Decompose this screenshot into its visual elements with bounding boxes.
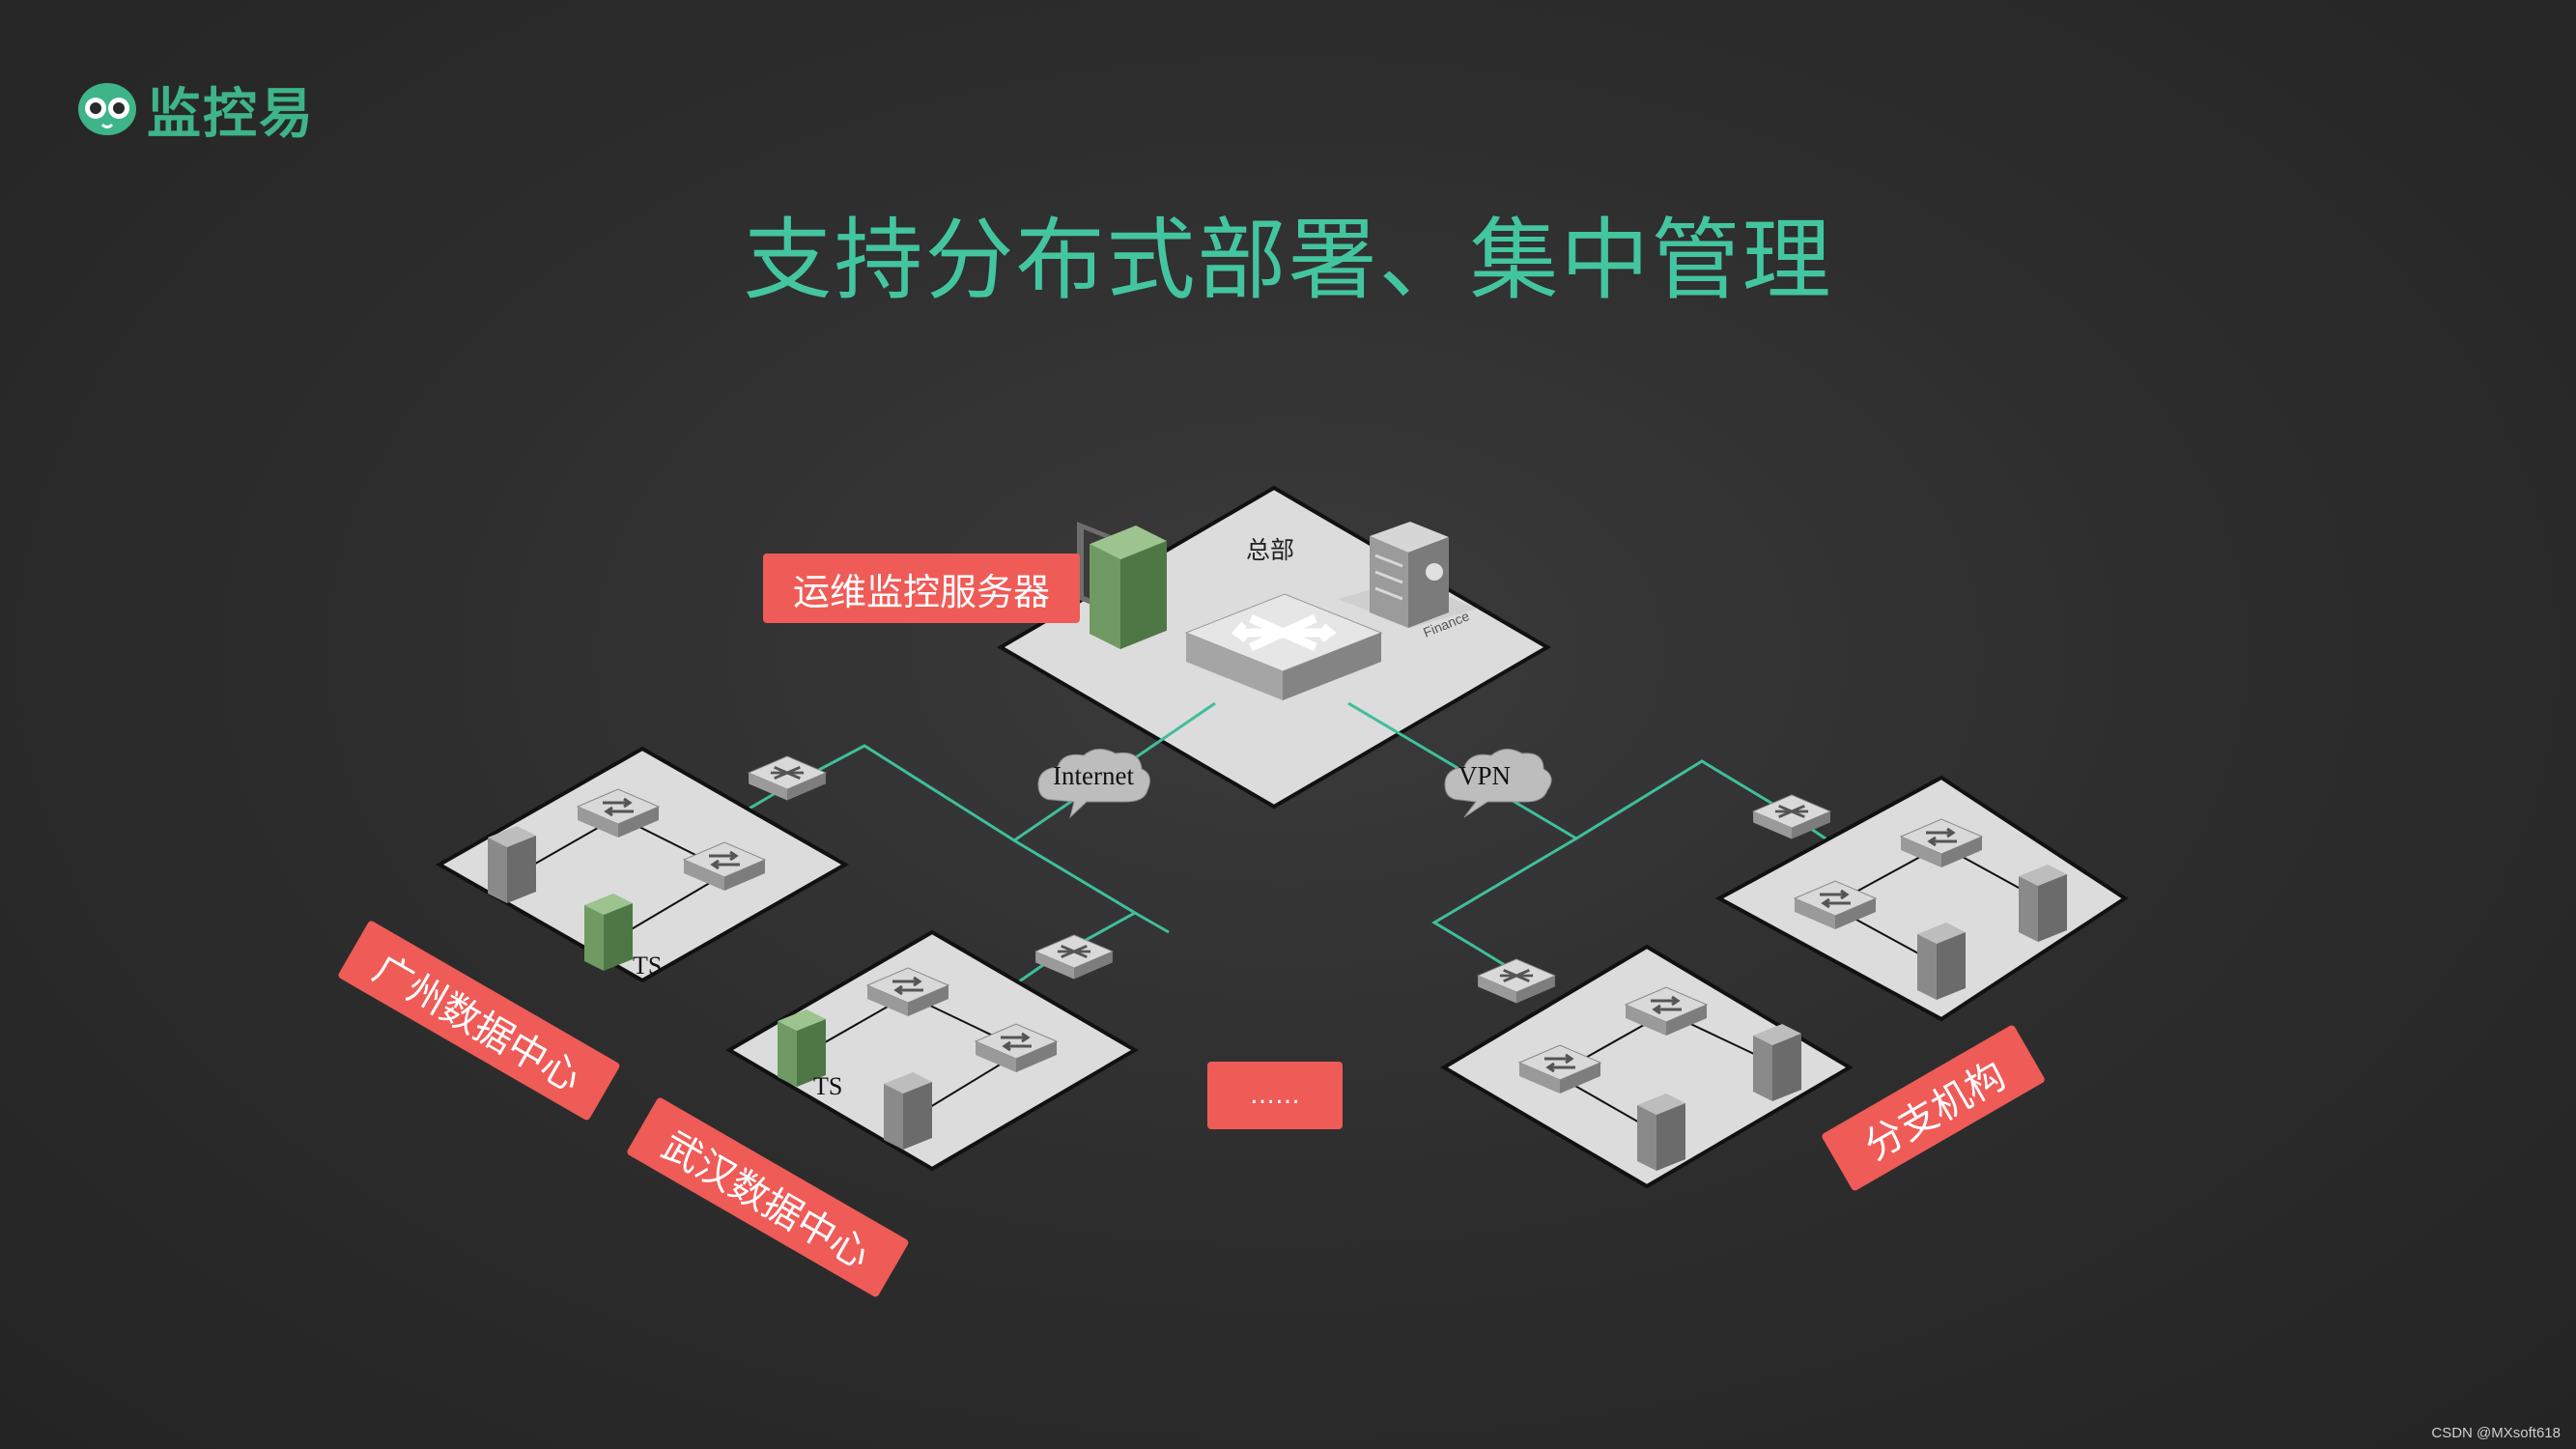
monitoring-server-tag-text: 运维监控服务器 bbox=[792, 570, 1050, 613]
server-icon bbox=[1753, 1024, 1801, 1101]
core-router-icon bbox=[1184, 593, 1383, 700]
logo: 监控易 bbox=[77, 77, 315, 146]
logo-text: 监控易 bbox=[147, 82, 315, 146]
server-icon bbox=[884, 1072, 932, 1150]
server-icon bbox=[488, 826, 536, 903]
router-icon bbox=[747, 754, 828, 802]
owl-logo-icon bbox=[78, 83, 136, 135]
server-icon bbox=[1917, 923, 1966, 1000]
more-tag: …… bbox=[1207, 1062, 1343, 1129]
server-icon bbox=[2019, 865, 2067, 942]
ts-server-icon bbox=[584, 894, 633, 971]
finance-building-icon: Finance bbox=[1338, 522, 1478, 640]
slide-title: 支持分布式部署、集中管理 bbox=[743, 209, 1833, 312]
hq-label: 总部 bbox=[1246, 536, 1294, 564]
router-icon bbox=[1476, 957, 1557, 1005]
ts-label-guangzhou: TS bbox=[633, 952, 662, 980]
monitoring-server-icon bbox=[1090, 526, 1167, 649]
internet-label: Internet bbox=[1053, 761, 1134, 790]
branch-platform-east bbox=[1714, 775, 2129, 1022]
vpn-cloud-icon: VPN bbox=[1444, 749, 1552, 818]
watermark: CSDN @MXsoft618 bbox=[2431, 1425, 2561, 1441]
router-icon bbox=[1033, 933, 1115, 980]
wuhan-platform bbox=[725, 929, 1139, 1172]
monitoring-server-tag: 运维监控服务器 bbox=[763, 554, 1080, 623]
guangzhou-platform bbox=[435, 746, 850, 983]
vpn-label: VPN bbox=[1458, 761, 1511, 790]
internet-cloud-icon: Internet bbox=[1037, 749, 1150, 819]
ts-label-wuhan: TS bbox=[813, 1072, 842, 1100]
server-icon bbox=[1637, 1094, 1685, 1171]
more-tag-text: …… bbox=[1250, 1081, 1300, 1110]
